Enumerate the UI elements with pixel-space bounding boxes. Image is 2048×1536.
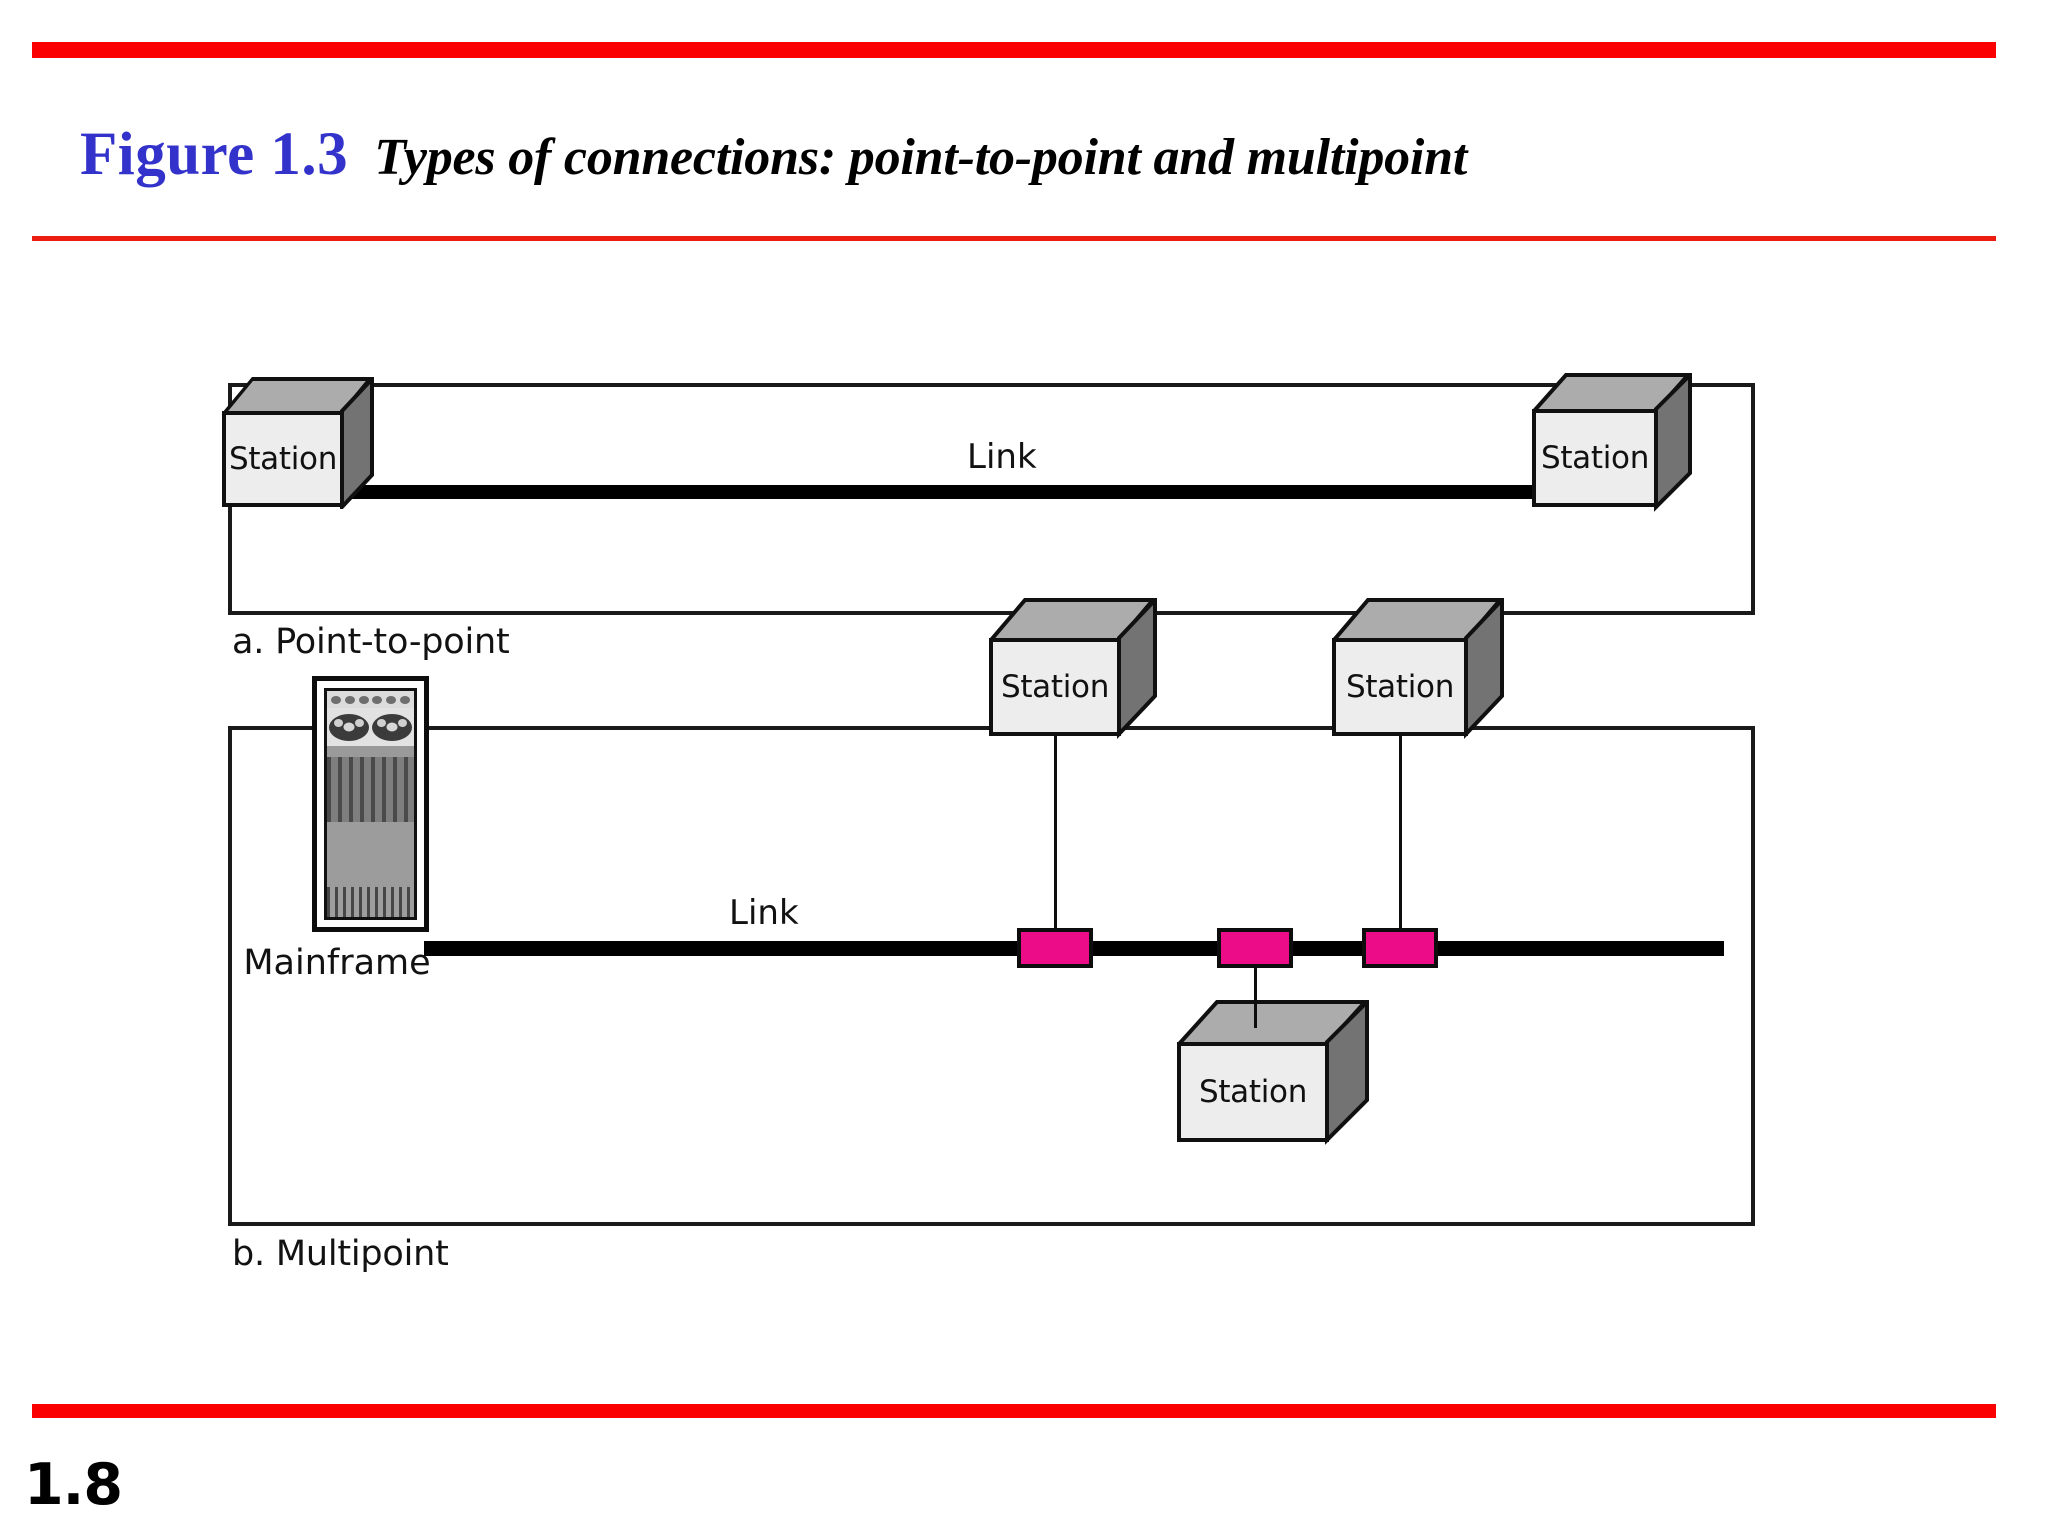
drop-line-station-3 xyxy=(1399,736,1402,939)
station-right-face-shape xyxy=(1654,373,1692,512)
station-right-face xyxy=(1325,1000,1371,1146)
mainframe-tape-reels xyxy=(327,708,414,746)
mainframe-label: Mainframe xyxy=(243,943,431,983)
station-right-face-shape xyxy=(1117,598,1157,740)
drop-line-station-2 xyxy=(1254,956,1257,1028)
page-number: 1.8 xyxy=(24,1452,123,1518)
link-label-b: Link xyxy=(729,893,799,933)
station-right-face-shape xyxy=(1325,1000,1369,1145)
station-front-face: Station xyxy=(1177,1042,1329,1142)
indicator-light xyxy=(400,695,411,704)
station-right-a: Station xyxy=(1532,373,1702,512)
drop-line-station-1 xyxy=(1054,736,1057,939)
station-top-face xyxy=(222,377,372,413)
tape-reel xyxy=(371,713,412,741)
station-front-face: Station xyxy=(989,638,1121,736)
page-title: Figure 1.3 Types of connections: point-t… xyxy=(80,120,1467,190)
caption-multipoint: b. Multipoint xyxy=(232,1234,449,1274)
mainframe-card-bay-upper xyxy=(327,757,414,822)
station-right-face-shape xyxy=(340,377,374,509)
mainframe-divider xyxy=(327,746,414,757)
station-label: Station xyxy=(1345,669,1455,705)
diagram-point-to-point-frame: Link Station xyxy=(222,373,1755,615)
station-1-b: Station xyxy=(989,598,1164,740)
station-front-face: Station xyxy=(222,411,344,507)
title-underline-rule xyxy=(32,236,1996,241)
station-right-face xyxy=(1117,598,1159,740)
station-right-face xyxy=(340,377,376,509)
station-front-face: Station xyxy=(1332,638,1468,736)
figure-caption: Types of connections: point-to-point and… xyxy=(374,129,1468,186)
mainframe-panel xyxy=(327,822,414,887)
indicator-light xyxy=(386,695,397,704)
mainframe-card-bay-lower xyxy=(327,887,414,917)
link-label-a: Link xyxy=(967,437,1037,477)
bottom-red-rule xyxy=(32,1404,1996,1418)
tap-connector-1 xyxy=(1017,928,1093,968)
tap-connector-3 xyxy=(1362,928,1438,968)
mainframe-chassis xyxy=(324,688,417,920)
station-label: Station xyxy=(1198,1074,1308,1110)
indicator-light xyxy=(330,695,341,704)
figure-number: Figure 1.3 xyxy=(80,121,349,188)
diagram-multipoint-frame: Link xyxy=(228,598,1755,1226)
link-line-a xyxy=(340,485,1540,499)
station-label: Station xyxy=(228,441,338,477)
station-right-face xyxy=(1654,373,1694,513)
tape-reel xyxy=(329,713,370,741)
tap-connector-2 xyxy=(1217,928,1293,968)
top-red-rule xyxy=(32,42,1996,58)
station-front-face: Station xyxy=(1532,409,1658,507)
mainframe-indicator-lights xyxy=(327,691,414,708)
caption-point-to-point: a. Point-to-point xyxy=(232,622,510,662)
mainframe xyxy=(312,676,429,932)
station-left-a: Station xyxy=(222,377,392,509)
indicator-light xyxy=(372,695,383,704)
station-3-b: Station xyxy=(1332,598,1512,740)
station-label: Station xyxy=(1000,669,1110,705)
indicator-light xyxy=(344,695,355,704)
station-top-face-shape xyxy=(222,377,372,413)
station-2-b: Station xyxy=(1177,1000,1377,1145)
station-right-face xyxy=(1464,598,1506,740)
indicator-light xyxy=(358,695,369,704)
station-label: Station xyxy=(1540,440,1650,476)
station-right-face-shape xyxy=(1464,598,1504,740)
